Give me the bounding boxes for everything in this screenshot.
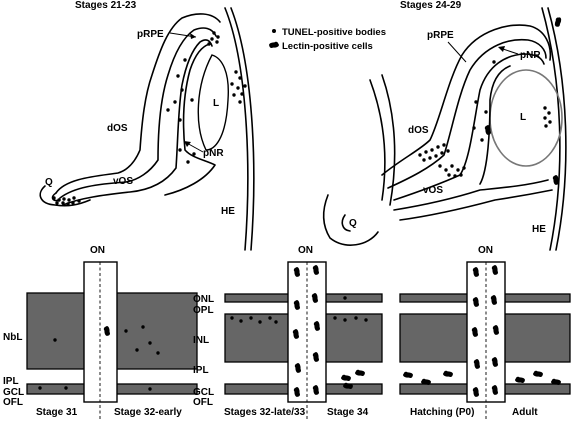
lens-left [197,54,229,151]
layer-ofl-left: OFL [3,397,23,408]
label-vos-right: vOS [423,185,443,196]
label-he-right: HE [532,224,546,235]
optic-cup-inner-line [62,39,213,206]
caption-hatching-p0: Hatching (P0) [410,407,474,418]
label-pnr-right: pNR [520,50,541,61]
caption-stage-31: Stage 31 [36,407,78,418]
legend-lectin-label: Lectin-positive cells [282,41,373,52]
caption-stages-32-late-33: Stages 32-late/33 [224,407,306,418]
optic-cup-right-lower2 [399,189,553,221]
arrowhead-pnr-right [498,46,505,52]
label-prpe-right: pRPE [427,30,454,41]
stage-title-left: Stages 21-23 [75,0,137,11]
layer-nbl: NbL [3,332,22,343]
optic-cup-right-middle [387,38,547,189]
optic-cup-right-inner [393,53,545,201]
layer-gcl-left: GCL [3,387,24,398]
stage-title-right: Stages 24-29 [400,0,462,11]
optic-nerve-label-1: ON [90,245,105,256]
optic-cup-outer-line [55,13,221,194]
optic-stalk-right-upper [369,79,386,201]
label-dos-left: dOS [107,123,128,134]
layer-labels-left: NbL IPL GCL OFL [3,332,24,408]
head-epidermis-right-inner [541,7,561,251]
arrowhead-pnr-left [184,141,191,147]
optic-cup-right-outer [381,24,552,176]
tunel-dots-panel-2 [230,296,368,324]
layer-gcl-middle: GCL [193,387,214,398]
arrowhead-prpe-left [190,33,196,39]
neural-retina-inner-line [164,43,216,196]
optic-nerve-label-3: ON [478,245,493,256]
head-epidermis-left-inner [230,7,255,251]
optic-stalk-right-inner [341,214,351,232]
layer-ipl-middle: IPL [193,365,209,376]
retina-panel-stage-33-34: ON Stages 32-late/33 Stage 34 [224,245,383,420]
label-q-right: Q [349,218,357,229]
optic-stalk-tail [39,185,91,207]
layer-ofl-middle: OFL [193,397,213,408]
tunel-dots-right [418,60,552,178]
label-pnr-left: pNR [203,148,224,159]
optic-stalk-right-upper2 [381,74,396,206]
legend-tunel-label: TUNEL-positive bodies [282,27,386,38]
optic-nerve-1 [83,261,118,403]
legend: TUNEL-positive bodies Lectin-positive ce… [269,27,386,52]
retina-panel-stage-31: ON Stage 31 Stage 32-early [26,245,198,420]
label-dos-right: dOS [408,125,429,136]
optic-cup-right-lower [393,179,549,211]
layer-inl: INL [193,335,209,346]
head-epidermis-right [547,7,567,251]
legend-lectin-marker [269,41,279,48]
optic-cup-right-inner-wall [479,65,511,185]
retina-panel-hatching-adult: ON Hatching (P0) Adult [399,245,571,420]
head-epidermis-left [224,7,249,251]
legend-tunel-marker [272,29,276,33]
layer-onl: ONL [193,294,214,305]
tunel-dots-left [52,31,247,206]
layer-opl: OPL [193,305,214,316]
layer-ipl-left: IPL [3,376,19,387]
layer-labels-middle: ONL OPL INL IPL GCL OFL [193,294,214,408]
eye-diagram-stages-21-23: Stages 21-23 [39,0,255,251]
optic-stalk-right-outer [322,194,379,246]
arrow-prpe-right [447,41,467,63]
lectin-cells-right [484,16,563,185]
optic-nerve-label-2: ON [298,245,313,256]
optic-cup-middle-line [59,27,217,199]
caption-adult: Adult [512,407,538,418]
tunel-dots-panel-1 [38,325,160,391]
label-lens-right: L [520,112,526,123]
label-q-left: Q [45,177,53,188]
label-vos-left: vOS [113,176,133,187]
label-lens-left: L [213,98,219,109]
label-he-left: HE [221,206,235,217]
caption-stage-32-early: Stage 32-early [114,407,182,418]
caption-stage-34: Stage 34 [327,407,369,418]
label-prpe-left: pRPE [137,29,164,40]
eye-diagram-stages-24-29: Stages 24-29 [322,0,567,251]
